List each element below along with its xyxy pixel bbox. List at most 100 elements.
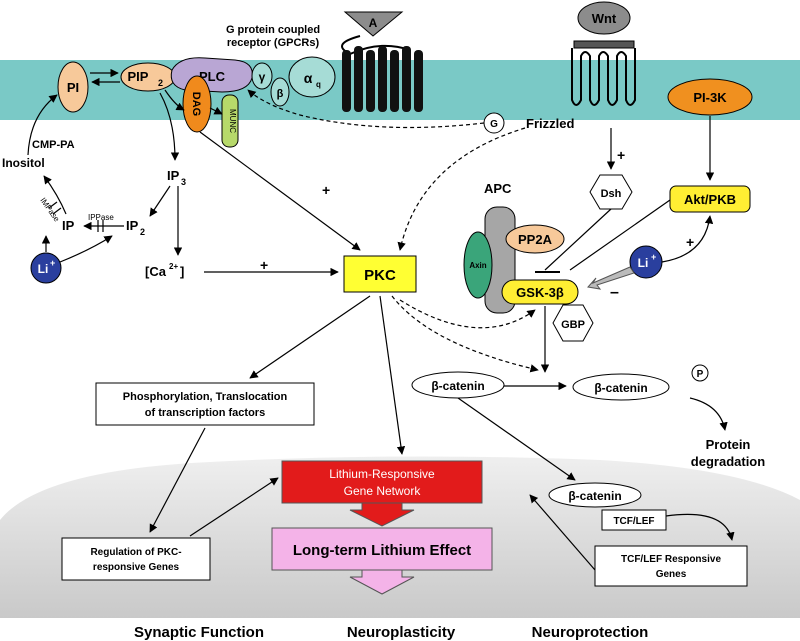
ippase-label: IPPase [88,213,114,222]
gsk3b-label: GSK-3β [516,285,564,300]
calcium-close: ] [180,264,184,279]
phosphorylation-line2: of transcription factors [145,407,265,419]
arrow-pkc-to-phosphorylation [249,295,371,379]
arrow-li-to-akt [661,215,714,263]
arrow-tcfresp-to-lrgn [529,494,596,571]
beta-catenin-nuclear-node [548,482,642,508]
dsh-label: Dsh [601,188,622,200]
g-beta-node [270,77,290,107]
tcf-lef-box [601,509,667,531]
ip3-label: IP [167,168,180,183]
calcium-label: [Ca [145,264,167,279]
tcf-responsive-box [594,545,748,587]
arrow-pip2-to-ip3 [159,92,180,161]
arrow-regulation-to-lrgn [189,477,279,537]
pip2-label: PIP [128,69,149,84]
arrow-phos-to-regulation [149,427,206,533]
helix-6 [402,46,411,112]
helix-5 [390,50,399,112]
receptor-loop [341,35,411,56]
plus-li-akt: + [686,234,694,250]
tcf-responsive-line2: Genes [656,569,687,580]
gpcr-receptor [342,46,423,112]
dag-label: DAG [190,92,202,116]
arrow-inositol-to-pi [27,94,58,156]
frizzled-receptor [571,48,636,106]
arrow-li-to-ip2 [59,235,113,263]
lithium-right-sup: + [651,252,656,262]
ligand-a-triangle [343,11,404,37]
lrgn-line1: Lithium-Responsive [329,467,435,481]
inhibition-lines [48,199,671,273]
lithium-left-node [30,252,62,284]
pp2a-node [505,224,565,254]
g-label: G [490,119,498,130]
neuroplasticity-label: Neuroplasticity [347,624,456,641]
pip2-subscript: 2 [158,78,163,88]
phosphorylation-box [95,382,315,426]
gpcr-label-line1: G protein coupled [226,24,320,36]
inhibit-dsh-to-gsk [544,208,612,271]
pp2a-label: PP2A [518,232,553,247]
arrow-dag-to-pkc [199,131,361,251]
ip-label: IP [62,218,75,233]
tcf-responsive-line1: TCF/LEF Responsive [621,554,721,565]
lithium-inhibits-gsk-arrow [587,266,635,290]
helix-3 [366,50,375,112]
plus-dsh: + [617,147,625,163]
regulation-line2: responsive Genes [93,562,180,573]
phosphorylation-line1: Phosphorylation, Translocation [123,391,288,403]
akt-node [669,185,751,213]
helix-1 [342,50,351,112]
dashed-frizzled-to-pkc [397,127,526,251]
plus-dag: + [322,182,330,198]
helix-2 [354,46,363,112]
phosphate-label: P [697,369,704,380]
synaptic-function-label: Synaptic Function [134,624,264,641]
apc-label: APC [484,181,512,196]
alpha-subscript: q [316,80,321,89]
gbp-label: GBP [561,319,585,331]
inhibit-impase-tick2 [52,207,62,215]
calcium-sup: 2+ [169,262,178,271]
arrow-pkc-to-lrgn [379,295,406,455]
frizzled-label: Frizzled [526,116,574,131]
ltle-box [271,527,493,571]
dashed-pkc-to-gsk [399,299,536,329]
wnt-label: Wnt [592,11,617,26]
regulation-line1: Regulation of PKC- [90,547,181,558]
plc-label: PLC [199,69,226,84]
axin-node [463,231,493,299]
gpcr-label-line2: receptor (GPCRs) [227,37,320,49]
arrow-ip3-to-ip2 [149,185,171,217]
neuroprotection-label: Neuroprotection [532,624,649,641]
dashed-arrows [247,89,539,373]
lrgn-down-arrow [349,502,415,527]
alpha-label: α [304,70,313,86]
ligand-a-label: A [369,16,378,30]
ltle-label: Long-term Lithium Effect [293,542,471,559]
gsk3b-node [501,279,579,305]
protein-label: Protein [706,437,751,452]
arrow-tcf-to-tcfresp [665,513,735,541]
g-alpha-node [288,56,336,98]
pkc-label: PKC [364,267,396,284]
gbp-node [552,304,594,342]
pi3k-node [667,78,753,116]
lithium-left-label: Li [38,262,49,276]
beta-label: β [277,88,284,100]
beta-catenin-nuclear-label: β-catenin [568,489,621,503]
inhibit-akt-to-gsk [569,199,671,271]
ip2-subscript: 2 [140,227,145,237]
arrows [27,68,735,571]
arrow-betacat-to-nuclear [457,397,576,481]
arrow-pip2-to-dag [164,89,185,111]
gamma-label: γ [259,70,266,84]
degradation-label: degradation [691,454,765,469]
axin-label: Axin [469,261,486,270]
regulation-box [61,537,211,581]
minus-li-gsk: – [610,284,619,301]
akt-label: Akt/PKB [684,192,736,207]
beta-catenin-label-2: β-catenin [594,381,647,395]
arrow-ip-to-inositol [43,175,67,215]
